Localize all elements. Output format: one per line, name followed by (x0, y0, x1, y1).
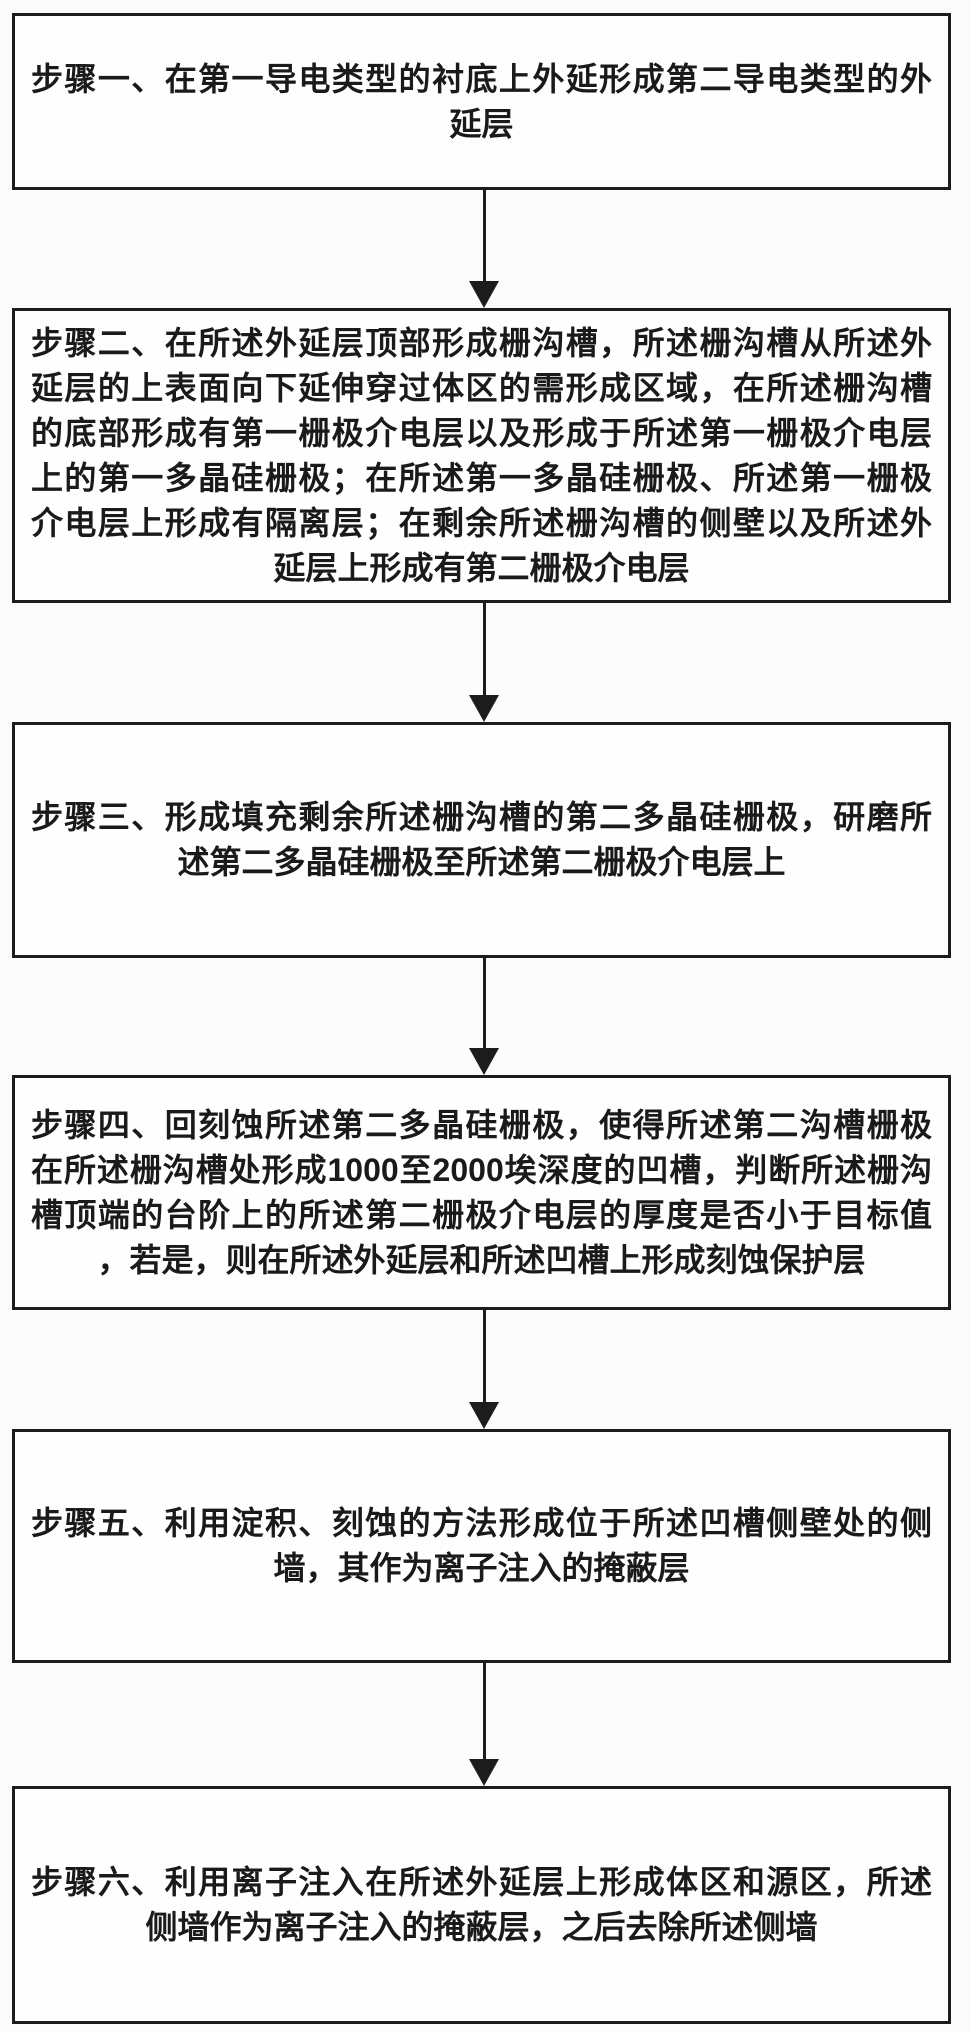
step-5-line-1: 步骤五、利用淀积、刻蚀的方法形成位于所述凹槽侧壁处的侧 (31, 1505, 932, 1541)
flow-arrow-4 (469, 1310, 500, 1429)
arrow-head-down-icon (469, 1759, 499, 1786)
step-3-line-1: 步骤三、形成填充剩余所述栅沟槽的第二多晶硅栅极，研磨所 (31, 799, 932, 835)
step-5-line-2: 墙，其作为离子注入的掩蔽层 (273, 1550, 690, 1586)
step-4-box: 步骤四、回刻蚀所述第二多晶硅栅极，使得所述第二沟槽栅极 在所述栅沟槽处形成100… (12, 1075, 951, 1310)
arrow-head-down-icon (469, 281, 499, 308)
arrow-shaft (483, 1663, 486, 1762)
step-1-box: 步骤一、在第一导电类型的衬底上外延形成第二导电类型的外 延层 (12, 13, 951, 190)
flow-arrow-3 (469, 958, 500, 1075)
step-6-line-1: 步骤六、利用离子注入在所述外延层上形成体区和源区，所述 (31, 1864, 932, 1900)
arrow-shaft (483, 603, 486, 698)
arrow-head-down-icon (469, 1402, 499, 1429)
step-3-line-2: 述第二多晶硅栅极至所述第二栅极介电层上 (177, 844, 786, 880)
arrow-shaft (483, 958, 486, 1051)
arrow-shaft (483, 190, 486, 284)
step-1-line-1: 步骤一、在第一导电类型的衬底上外延形成第二导电类型的外 (31, 60, 932, 97)
step-6-line-2: 侧墙作为离子注入的掩蔽层，之后去除所述侧墙 (145, 1909, 818, 1945)
step-2-box: 步骤二、在所述外延层顶部形成栅沟槽，所述栅沟槽从所述外 延层的上表面向下延伸穿过… (12, 308, 951, 603)
step-2-line-4: 上的第一多晶硅栅极；在所述第一多晶硅栅极、所述第一栅极 (31, 459, 932, 496)
arrow-head-down-icon (469, 1048, 499, 1075)
step-4-line-1: 步骤四、回刻蚀所述第二多晶硅栅极，使得所述第二沟槽栅极 (31, 1106, 932, 1143)
step-2-line-3: 的底部形成有第一栅极介电层以及形成于所述第一栅极介电层 (31, 414, 932, 451)
step-4-line-4: ，若是，则在所述外延层和所述凹槽上形成刻蚀保护层 (97, 1241, 866, 1278)
flow-arrow-1 (469, 190, 500, 308)
step-4-line-3: 槽顶端的台阶上的所述第二栅极介电层的厚度是否小于目标值 (31, 1196, 932, 1233)
step-3-box: 步骤三、形成填充剩余所述栅沟槽的第二多晶硅栅极，研磨所 述第二多晶硅栅极至所述第… (12, 722, 951, 958)
flow-arrow-2 (469, 603, 500, 722)
step-1-line-2: 延层 (449, 105, 514, 142)
step-2-line-1: 步骤二、在所述外延层顶部形成栅沟槽，所述栅沟槽从所述外 (31, 324, 932, 361)
arrow-head-down-icon (469, 695, 499, 722)
flow-arrow-5 (469, 1663, 500, 1786)
step-6-box: 步骤六、利用离子注入在所述外延层上形成体区和源区，所述 侧墙作为离子注入的掩蔽层… (12, 1786, 951, 2024)
step-2-line-6: 延层上形成有第二栅极介电层 (273, 549, 690, 586)
arrow-shaft (483, 1310, 486, 1405)
step-5-box: 步骤五、利用淀积、刻蚀的方法形成位于所述凹槽侧壁处的侧 墙，其作为离子注入的掩蔽… (12, 1429, 951, 1663)
step-2-line-2: 延层的上表面向下延伸穿过体区的需形成区域，在所述栅沟槽 (31, 369, 932, 406)
step-4-line-2: 在所述栅沟槽处形成1000至2000埃深度的凹槽，判断所述栅沟 (31, 1151, 932, 1188)
step-2-line-5: 介电层上形成有隔离层；在剩余所述栅沟槽的侧壁以及所述外 (31, 504, 932, 541)
